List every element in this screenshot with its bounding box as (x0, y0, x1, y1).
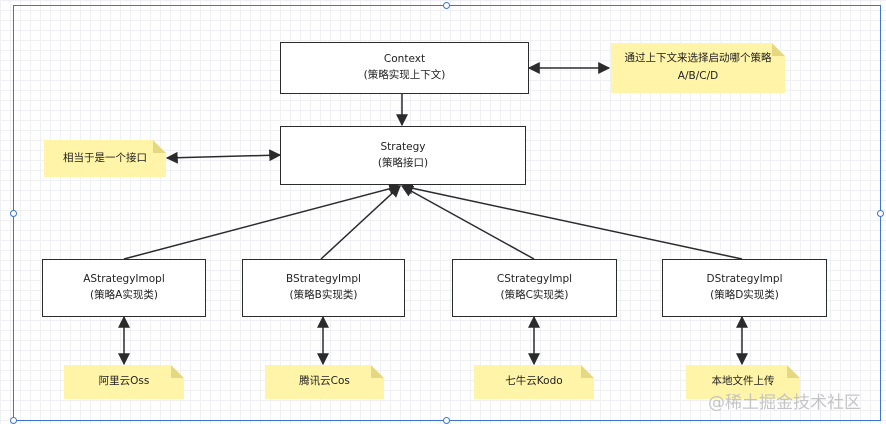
impl-note-b[interactable]: 腾讯云Cos (265, 365, 384, 399)
interface-note[interactable]: 相当于是一个接口 (44, 140, 166, 177)
impl-c-title: CStrategyImpl (496, 273, 573, 286)
impl-box-c[interactable]: CStrategyImpl (策略C实现类) (452, 259, 617, 317)
context-subtitle: (策略实现上下文) (363, 69, 446, 81)
resize-handle-left[interactable] (10, 210, 17, 217)
impl-c-subtitle: (策略C实现类) (500, 289, 569, 301)
strategy-title: Strategy (380, 140, 426, 153)
impl-b-subtitle: (策略B实现类) (289, 289, 358, 301)
context-title: Context (383, 53, 426, 66)
impl-box-d[interactable]: DStrategyImpl (策略D实现类) (662, 259, 827, 317)
strategy-box[interactable]: Strategy (策略接口) (280, 126, 526, 185)
impl-note-c[interactable]: 七牛云Kodo (474, 365, 594, 399)
context-note[interactable]: 通过上下文来选择启动哪个策略 A/B/C/D (611, 43, 785, 93)
impl-c-to-strategy-arrow (400, 185, 535, 260)
interface-note-connector (165, 149, 282, 164)
impl-note-b-text: 腾讯云Cos (299, 375, 350, 388)
impl-note-c-text: 七牛云Kodo (505, 375, 563, 388)
watermark: @稀土掘金技术社区 (708, 393, 861, 413)
impl-a-title: AStrategyImopl (83, 273, 165, 286)
impl-d-title: DStrategyImpl (706, 273, 783, 286)
context-box[interactable]: Context (策略实现上下文) (280, 42, 529, 94)
impl-note-a-text: 阿里云Oss (98, 375, 150, 388)
impl-d-subtitle: (策略D实现类) (710, 289, 779, 301)
impl-b-title: BStrategyImpl (286, 273, 361, 286)
impl-note-a[interactable]: 阿里云Oss (64, 365, 184, 399)
context-note-line2: A/B/C/D (677, 70, 719, 82)
impl-box-b[interactable]: BStrategyImpl (策略B实现类) (242, 259, 405, 317)
context-note-line1: 通过上下文来选择启动哪个策略 (624, 52, 772, 65)
interface-note-text: 相当于是一个接口 (63, 151, 147, 164)
impl-b-to-strategy-arrow (320, 185, 401, 260)
resize-handle-top[interactable] (443, 2, 450, 9)
impl-box-a[interactable]: AStrategyImopl (策略A实现类) (42, 259, 206, 317)
resize-handle-right[interactable] (877, 210, 884, 217)
strategy-subtitle: (策略接口) (377, 156, 429, 169)
impl-d-to-strategy-arrow (400, 182, 743, 260)
impl-a-to-strategy-arrow (123, 182, 402, 260)
impl-a-subtitle: (策略A实现类) (90, 289, 158, 301)
impl-note-d-text: 本地文件上传 (711, 375, 775, 388)
